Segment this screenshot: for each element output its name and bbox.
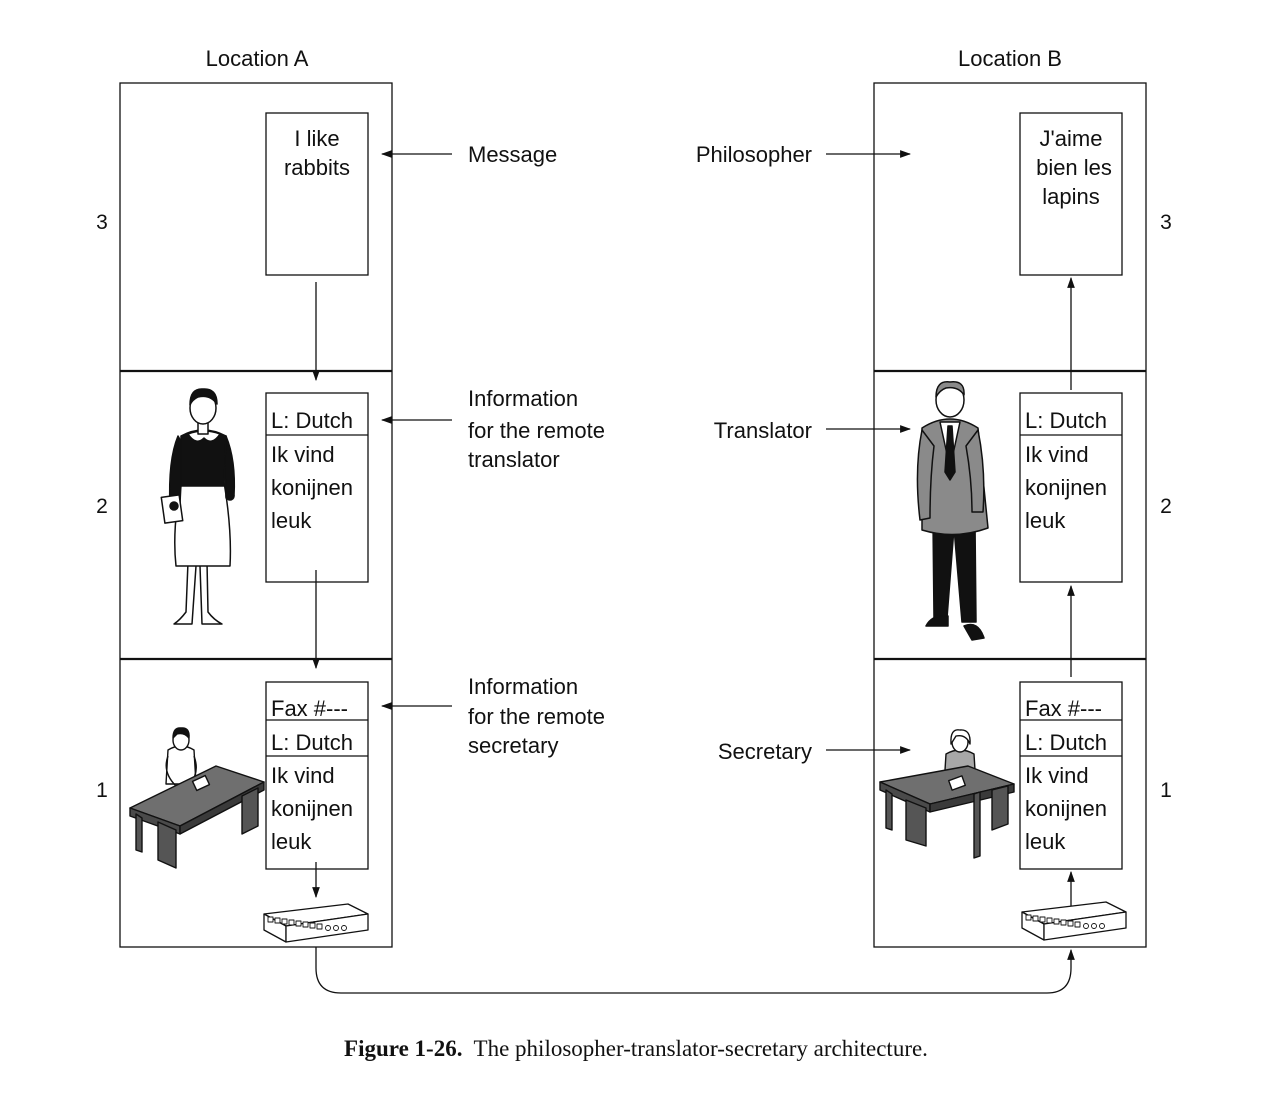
- location-b-title: Location B: [958, 46, 1062, 71]
- layer-number-2-left: 2: [96, 495, 108, 518]
- info-secretary-line-3: secretary: [468, 733, 558, 758]
- b-translator-doc-header: L: Dutch: [1025, 408, 1107, 433]
- a-secretary-document: Fax #--- L: Dutch Ik vind konijnen leuk: [265, 681, 369, 870]
- b-translator-doc-line-1: Ik vind: [1025, 442, 1089, 467]
- figure-caption-label: Figure 1-26.: [344, 1036, 463, 1061]
- info-translator-line-2: for the remote: [468, 418, 605, 443]
- secretary-label: Secretary: [718, 739, 812, 764]
- location-a-title: Location A: [206, 46, 309, 71]
- b-message-line-2: bien les: [1036, 155, 1112, 180]
- message-label: Message: [468, 142, 557, 167]
- a-translator-document: L: Dutch Ik vind konijnen leuk: [265, 392, 369, 583]
- b-message-line-3: lapins: [1042, 184, 1099, 209]
- b-translator-doc-line-2: konijnen: [1025, 475, 1107, 500]
- b-secretary-document: Fax #--- L: Dutch Ik vind konijnen leuk: [1019, 681, 1123, 870]
- fax-machine-icon: [263, 903, 369, 943]
- a-message-line-2: rabbits: [284, 155, 350, 180]
- figure-caption: Figure 1-26. The philosopher-translator-…: [0, 1036, 1272, 1062]
- info-secretary-line-2: for the remote: [468, 704, 605, 729]
- b-secretary-doc-fax: Fax #---: [1025, 696, 1102, 721]
- b-message-line-1: J'aime: [1040, 126, 1103, 151]
- a-translator-doc-line-2: konijnen: [271, 475, 353, 500]
- a-translator-doc-line-3: leuk: [271, 508, 312, 533]
- b-translator-document: L: Dutch Ik vind konijnen leuk: [1019, 392, 1123, 583]
- philosopher-label: Philosopher: [696, 142, 812, 167]
- info-translator-line-3: translator: [468, 447, 560, 472]
- b-secretary-doc-line-3: leuk: [1025, 829, 1066, 854]
- layer-number-2-right: 2: [1160, 495, 1172, 518]
- location-b-stack: [873, 82, 1147, 948]
- male-translator-figure: [916, 381, 989, 641]
- a-message-line-1: I like: [294, 126, 339, 151]
- transmission-link-arrow: [315, 947, 1075, 994]
- b-message-document: J'aime bien les lapins: [1019, 112, 1123, 276]
- a-message-document: I like rabbits: [265, 112, 369, 276]
- a-secretary-doc-fax: Fax #---: [271, 696, 348, 721]
- b-secretary-doc-line-1: Ik vind: [1025, 763, 1089, 788]
- layer-number-1-right: 1: [1160, 779, 1172, 802]
- figure-caption-text: The philosopher-translator-secretary arc…: [473, 1036, 928, 1061]
- a-secretary-doc-line-1: Ik vind: [271, 763, 335, 788]
- b-secretary-doc-header: L: Dutch: [1025, 730, 1107, 755]
- info-translator-line-1: Information: [468, 386, 578, 411]
- a-secretary-doc-line-2: konijnen: [271, 796, 353, 821]
- secretary-at-desk-figure: [879, 729, 1015, 859]
- layer-number-3-left: 3: [96, 211, 108, 234]
- secretary-at-desk-figure: [129, 727, 265, 869]
- info-secretary-line-1: Information: [468, 674, 578, 699]
- a-secretary-doc-header: L: Dutch: [271, 730, 353, 755]
- a-secretary-doc-line-3: leuk: [271, 829, 312, 854]
- female-translator-figure: [160, 388, 236, 625]
- layer-number-1-left: 1: [96, 779, 108, 802]
- a-translator-doc-line-1: Ik vind: [271, 442, 335, 467]
- location-a-stack: [119, 82, 393, 948]
- layer-number-3-right: 3: [1160, 211, 1172, 234]
- fax-machine-icon: [1021, 901, 1127, 941]
- a-translator-doc-header: L: Dutch: [271, 408, 353, 433]
- b-translator-doc-line-3: leuk: [1025, 508, 1066, 533]
- translator-label: Translator: [714, 418, 812, 443]
- b-secretary-doc-line-2: konijnen: [1025, 796, 1107, 821]
